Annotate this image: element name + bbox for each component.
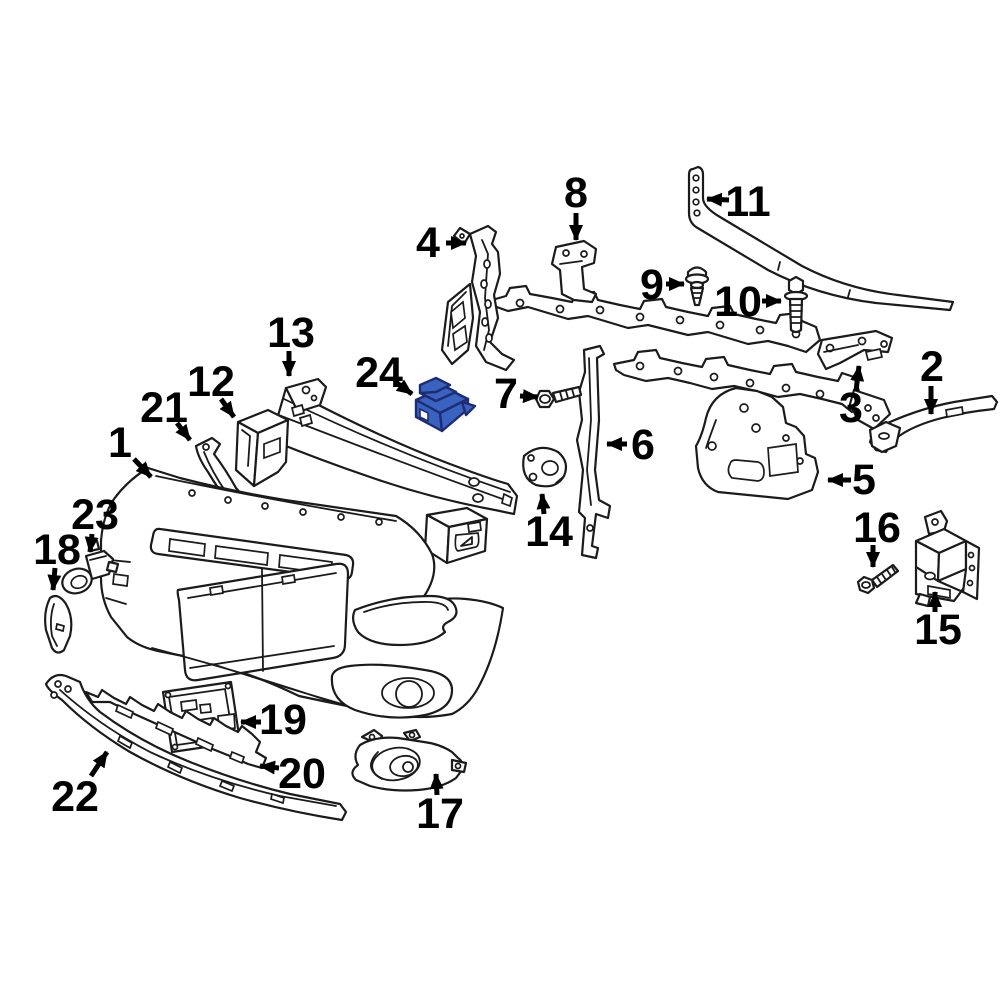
part-10-bolt	[783, 275, 809, 334]
part-22-lower-valance	[44, 673, 348, 822]
part-12-bar-end-bracket	[234, 408, 290, 488]
callout-2-label: 2	[920, 343, 944, 391]
callout-12-label: 12	[187, 358, 235, 406]
callout-20-label: 20	[278, 750, 326, 798]
callout-8-label: 8	[564, 169, 588, 217]
part-16-bolt	[856, 563, 900, 595]
callout-10: 10	[714, 278, 782, 326]
callout-5-label: 5	[852, 456, 876, 504]
part-15-mounting-bracket	[914, 509, 981, 608]
callout-23-label: 23	[71, 491, 119, 539]
callout-21: 21	[140, 384, 192, 442]
part-7-bolt	[534, 385, 583, 409]
part-2-side-rail	[868, 394, 999, 454]
callout-14-label: 14	[525, 508, 573, 556]
part-11-upper-trim-strip	[687, 165, 955, 312]
callout-22: 22	[51, 750, 110, 821]
callout-24: 24	[355, 349, 414, 397]
callout-9-label: 9	[640, 261, 664, 309]
callout-23: 23	[71, 491, 119, 553]
callout-15-label: 15	[914, 606, 962, 654]
callout-1-label: 1	[108, 419, 132, 467]
callout-7: 7	[494, 370, 539, 418]
callout-19: 19	[240, 696, 307, 744]
callout-2: 2	[920, 343, 944, 415]
callout-11: 11	[706, 178, 771, 226]
part-23-parking-sensor	[61, 539, 120, 595]
callout-22-label: 22	[51, 773, 99, 821]
callout-19-label: 19	[259, 696, 307, 744]
callout-18-label: 18	[33, 526, 81, 574]
lower-support-bar	[612, 348, 892, 431]
callout-21-label: 21	[140, 384, 188, 432]
callout-20: 20	[259, 750, 326, 798]
part-6-vertical-stay	[575, 344, 612, 560]
part-1-bumper-cover	[99, 466, 505, 719]
callout-13-label: 13	[267, 309, 315, 357]
part-5-closure-panel	[694, 386, 820, 501]
callout-4-label: 4	[416, 219, 440, 267]
callout-6: 6	[606, 421, 655, 469]
part-18-tow-hook-cover	[44, 594, 73, 654]
part-17-fog-lamp-bezel	[351, 728, 468, 792]
callout-24-label: 24	[355, 349, 403, 397]
callout-3-label: 3	[839, 384, 863, 432]
callout-6-label: 6	[631, 421, 655, 469]
part-20-lower-grille-strip	[84, 688, 268, 770]
callout-11-label: 11	[725, 178, 770, 226]
callout-14: 14	[525, 493, 573, 556]
part-13-crush-box	[423, 506, 489, 565]
callout-8: 8	[564, 169, 588, 241]
callout-16-label: 16	[853, 504, 901, 552]
callout-9: 9	[640, 261, 685, 309]
part-8-upper-support-bar	[490, 239, 822, 354]
callout-1: 1	[108, 419, 153, 479]
callout-17: 17	[416, 773, 464, 838]
callout-5: 5	[827, 456, 876, 504]
callout-12: 12	[187, 358, 237, 419]
callout-3: 3	[839, 365, 865, 432]
callout-10-label: 10	[714, 278, 762, 326]
part-9-push-clip	[684, 266, 710, 307]
part-13-impact-bar	[262, 377, 519, 516]
callout-17-label: 17	[416, 790, 464, 838]
part-24-highlighted-sensor-bracket	[414, 376, 477, 433]
callout-13: 13	[267, 309, 315, 377]
callout-4: 4	[416, 219, 467, 267]
part-3-bracket-plate	[816, 329, 894, 371]
callout-16: 16	[853, 504, 901, 568]
callout-7-label: 7	[494, 370, 518, 418]
callout-15: 15	[914, 591, 962, 654]
callout-18: 18	[33, 526, 81, 591]
part-14-grommet	[522, 446, 568, 488]
